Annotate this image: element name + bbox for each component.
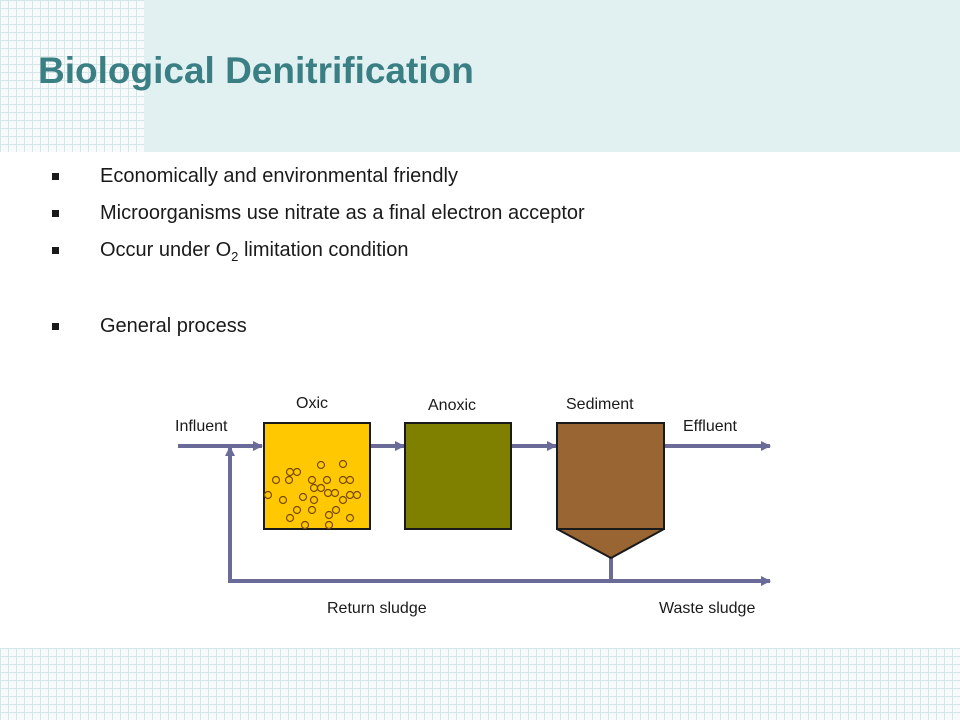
air-bubble: [345, 475, 355, 485]
air-bubble: [309, 483, 319, 493]
subscript-2: 2: [231, 249, 239, 264]
air-bubble: [331, 505, 341, 515]
air-bubble: [300, 520, 310, 530]
air-bubble: [338, 495, 348, 505]
background-grid-bottom: [0, 648, 960, 720]
influent-label: Influent: [175, 418, 228, 435]
air-bubbles: [263, 459, 362, 530]
air-bubble: [285, 513, 295, 523]
waste-sludge-label: Waste sludge: [659, 600, 755, 617]
air-bubble: [338, 459, 348, 469]
return-sludge-label: Return sludge: [327, 600, 427, 617]
slide-title: Biological Denitrification: [38, 50, 474, 91]
bullet-marker: [52, 247, 59, 254]
effluent-label: Effluent: [683, 418, 738, 435]
air-bubble: [292, 467, 302, 477]
bullet-text-part: limitation condition: [238, 239, 409, 261]
bullet-marker: [52, 210, 59, 217]
sediment-tank: [556, 422, 665, 530]
sediment-label: Sediment: [566, 396, 634, 413]
air-bubble: [271, 475, 281, 485]
title-band: [144, 0, 960, 152]
air-bubble: [292, 505, 302, 515]
air-bubble: [330, 488, 340, 498]
air-bubble: [278, 495, 288, 505]
air-bubble: [352, 490, 362, 500]
air-bubble: [324, 520, 334, 530]
air-bubble: [298, 492, 308, 502]
air-bubble: [324, 510, 334, 520]
air-bubble: [307, 475, 317, 485]
bullet-text: Microorganisms use nitrate as a final el…: [100, 202, 585, 224]
air-bubble: [284, 475, 294, 485]
pipes: [178, 441, 771, 586]
bullet-text-part: Occur under O: [100, 239, 232, 261]
anoxic-tank: [404, 422, 512, 530]
bullet-text: General process: [100, 315, 247, 337]
bullet-marker: [52, 323, 59, 330]
air-bubble: [263, 490, 273, 500]
air-bubble: [345, 513, 355, 523]
bullet-marker: [52, 173, 59, 180]
anoxic-label: Anoxic: [428, 397, 476, 414]
air-bubble: [309, 495, 319, 505]
bullet-text: Economically and environmental friendly: [100, 165, 458, 187]
sediment-hopper: [556, 528, 665, 560]
bullet-text: Occur under O2 limitation condition: [100, 239, 409, 264]
air-bubble: [307, 505, 317, 515]
oxic-label: Oxic: [296, 395, 328, 412]
oxic-tank: [263, 422, 371, 530]
air-bubble: [322, 475, 332, 485]
air-bubble: [316, 460, 326, 470]
